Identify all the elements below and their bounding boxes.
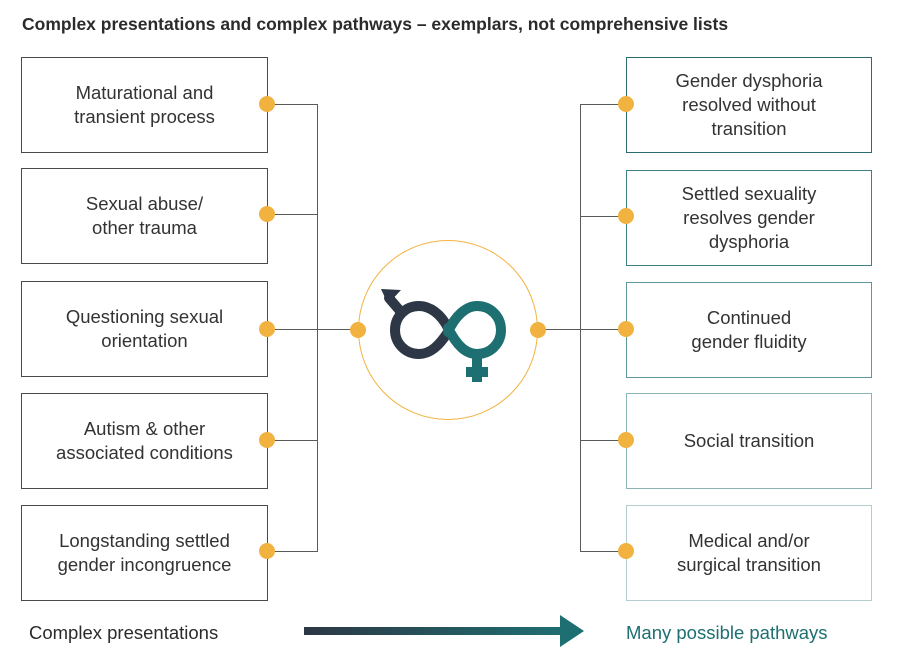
connector-dot [618,543,634,559]
connector-dot [259,432,275,448]
presentation-box-maturational: Maturational and transient process [21,57,268,153]
pathway-box-medical-surgical: Medical and/or surgical transition [626,505,872,601]
presentation-label: Sexual abuse/ other trauma [85,193,204,238]
diagram-title: Complex presentations and complex pathwa… [22,14,729,34]
right-bracket-line [580,104,581,552]
connector-line [267,551,318,552]
pathway-label: Medical and/or surgical transition [677,530,821,575]
presentation-label: Maturational and transient process [74,82,215,127]
presentation-box-sexual-orientation: Questioning sexual orientation [21,281,268,377]
connector-line [267,104,318,105]
pathway-box-resolved-without-transition: Gender dysphoria resolved without transi… [626,57,872,153]
connector-dot [350,322,366,338]
connector-line [267,214,318,215]
connector-dot [618,96,634,112]
connector-line [580,440,626,441]
connector-dot [259,96,275,112]
connector-dot [259,206,275,222]
connector-dot [618,432,634,448]
presentation-box-autism: Autism & other associated conditions [21,393,268,489]
center-circle [358,240,538,420]
pathway-label: Settled sexuality resolves gender dyspho… [681,183,817,252]
connector-line [580,329,626,330]
connector-dot [530,322,546,338]
connector-line [267,440,318,441]
pathway-label: Gender dysphoria resolved without transi… [675,70,823,139]
presentation-box-trauma: Sexual abuse/ other trauma [21,168,268,264]
pathway-label: Social transition [683,430,815,451]
pathway-box-gender-fluidity: Continued gender fluidity [626,282,872,378]
left-bracket-line [317,104,318,552]
pathway-box-settled-sexuality: Settled sexuality resolves gender dyspho… [626,170,872,266]
pathway-label: Continued gender fluidity [691,307,807,352]
connector-line [580,104,626,105]
footer-label-pathways: Many possible pathways [626,622,828,643]
gradient-arrow-icon [304,615,584,647]
pathway-box-social-transition: Social transition [626,393,872,489]
connector-line [538,329,581,330]
footer-label-presentations: Complex presentations [29,622,219,643]
connector-line [580,551,626,552]
connector-line [267,329,358,330]
connector-line [580,216,626,217]
gender-fluidity-symbol-icon [380,288,506,382]
presentation-label: Longstanding settled gender incongruence [57,530,232,575]
presentation-label: Questioning sexual orientation [65,306,224,351]
connector-dot [618,208,634,224]
presentation-label: Autism & other associated conditions [56,418,233,463]
connector-dot [259,543,275,559]
connector-dot [259,321,275,337]
connector-dot [618,321,634,337]
presentation-box-gender-incongruence: Longstanding settled gender incongruence [21,505,268,601]
